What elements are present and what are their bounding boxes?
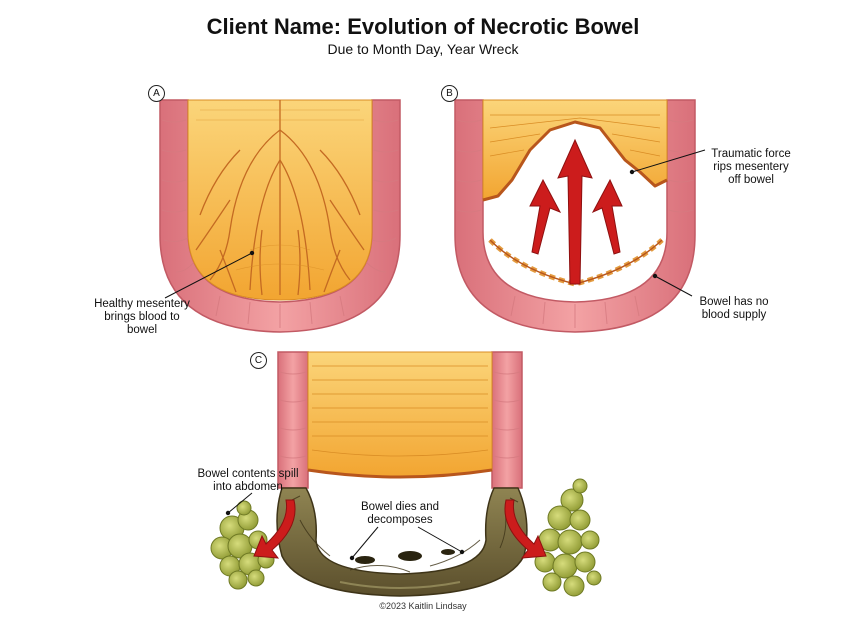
panel-c-leader-line-1 [227, 492, 253, 514]
panel-b-leader-line-2 [654, 275, 693, 297]
panel-b-leader-line-1 [631, 149, 706, 173]
copyright-notice: ©2023 Kaitlin Lindsay [379, 601, 467, 611]
panel-b-caption-force-line-1: Traumatic force [711, 148, 791, 160]
panel-a-caption-line-3: bowel [126, 324, 158, 336]
panel-b-caption-blood-line-2: blood supply [701, 309, 767, 321]
panel-c-left-spill [210, 500, 275, 590]
panel-c-spill-arrows [253, 499, 547, 559]
panel-c-leader-line-2 [351, 526, 379, 559]
page-subtitle: Due to Month Day, Year Wreck [327, 41, 519, 57]
panel-b-badge: B [441, 85, 458, 102]
panel-b-torn-mesentery [482, 99, 668, 287]
panel-c-leader-dot-3 [459, 549, 465, 555]
panel-c-caption-spill: Bowel contents spill into abdomen [178, 468, 318, 494]
panel-b-caption-force: Traumatic force rips mesentery off bowel [696, 148, 806, 187]
panel-b-force-arrows [529, 138, 623, 285]
panel-c-caption-decompose-line-2: decomposes [367, 514, 433, 526]
panel-b-leader-dot-2 [652, 273, 658, 279]
panel-c-necrotic-bowel [276, 487, 528, 597]
page-title: Client Name: Evolution of Necrotic Bowel [206, 14, 640, 39]
panel-c-badge: C [250, 352, 267, 369]
panel-b-caption-blood-line-1: Bowel has no [699, 296, 769, 308]
panel-b-caption-force-line-2: rips mesentery [713, 161, 789, 173]
panel-b-bowel [454, 99, 696, 333]
panel-c-leader-line-3 [417, 526, 463, 553]
panel-b-leader-dot-1 [629, 169, 635, 175]
panel-a-caption: Healthy mesentery brings blood to bowel [82, 298, 202, 337]
panel-a-leader-dot [249, 250, 255, 256]
panel-a-bowel [159, 99, 401, 333]
panel-b-caption-blood: Bowel has no blood supply [684, 296, 784, 322]
panel-a-mesentery [187, 99, 373, 301]
panel-c-caption-spill-line-1: Bowel contents spill [197, 468, 299, 480]
panel-a-caption-line-1: Healthy mesentery [94, 298, 190, 310]
panel-c-caption-decompose-line-1: Bowel dies and [361, 501, 439, 513]
panel-c-right-spill [534, 478, 602, 597]
panel-b-caption-force-line-3: off bowel [728, 174, 774, 186]
panel-c-healthy-bowel [277, 351, 523, 489]
panel-a-leader-line [164, 252, 253, 299]
panel-a-caption-line-2: brings blood to [104, 311, 180, 323]
panel-c-leader-dot-1 [225, 510, 231, 516]
panel-c-caption-decompose: Bowel dies and decomposes [350, 501, 450, 527]
panel-a-badge: A [148, 85, 165, 102]
panel-c-leader-dot-2 [349, 555, 355, 561]
panel-c-mesentery [307, 351, 493, 479]
panel-c-caption-spill-line-2: into abdomen [213, 481, 283, 493]
